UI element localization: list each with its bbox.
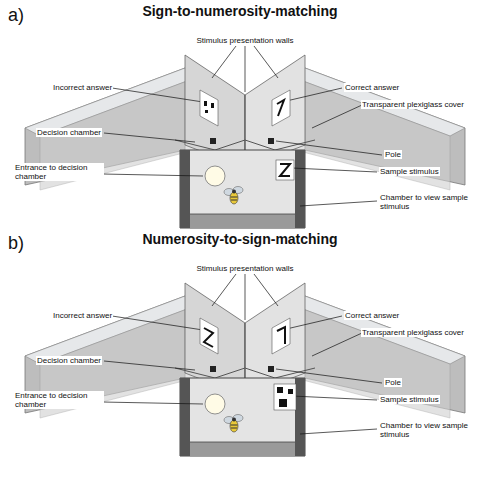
leader-lines: [102, 46, 382, 206]
callout-label: Chamber to view sample stimulus: [379, 193, 471, 211]
callout-label: Transparent plexiglass cover: [361, 100, 477, 109]
stimulus-cards: [200, 318, 296, 410]
callout-label: Transparent plexiglass cover: [361, 328, 477, 337]
callout-label: Stimulus presentation walls: [196, 36, 295, 45]
callout-label: Stimulus presentation walls: [196, 264, 295, 273]
callout-label: Entrance to decision chamber: [14, 163, 104, 181]
panel-letter: b): [8, 234, 24, 252]
stimulus-cards: [200, 90, 294, 180]
callout-label: Chamber to view sample stimulus: [379, 421, 471, 439]
panel-title: Numerosity-to-sign-matching: [142, 232, 337, 247]
leader-lines: [102, 274, 382, 434]
callout-label: Correct answer: [344, 83, 400, 92]
callout-label: Decision chamber: [36, 356, 102, 365]
panel-title: Sign-to-numerosity-matching: [142, 4, 337, 19]
callout-label: Pole: [384, 378, 402, 387]
callout-label: Pole: [384, 150, 402, 159]
callout-label: Sample stimulus: [379, 167, 440, 176]
callout-label: Incorrect answer: [52, 83, 113, 92]
callout-label: Decision chamber: [36, 128, 102, 137]
callout-label: Sample stimulus: [379, 395, 440, 404]
callout-label: Correct answer: [344, 311, 400, 320]
callout-label: Entrance to decision chamber: [14, 391, 104, 409]
callout-label: Incorrect answer: [52, 311, 113, 320]
panel-letter: a): [8, 6, 24, 24]
